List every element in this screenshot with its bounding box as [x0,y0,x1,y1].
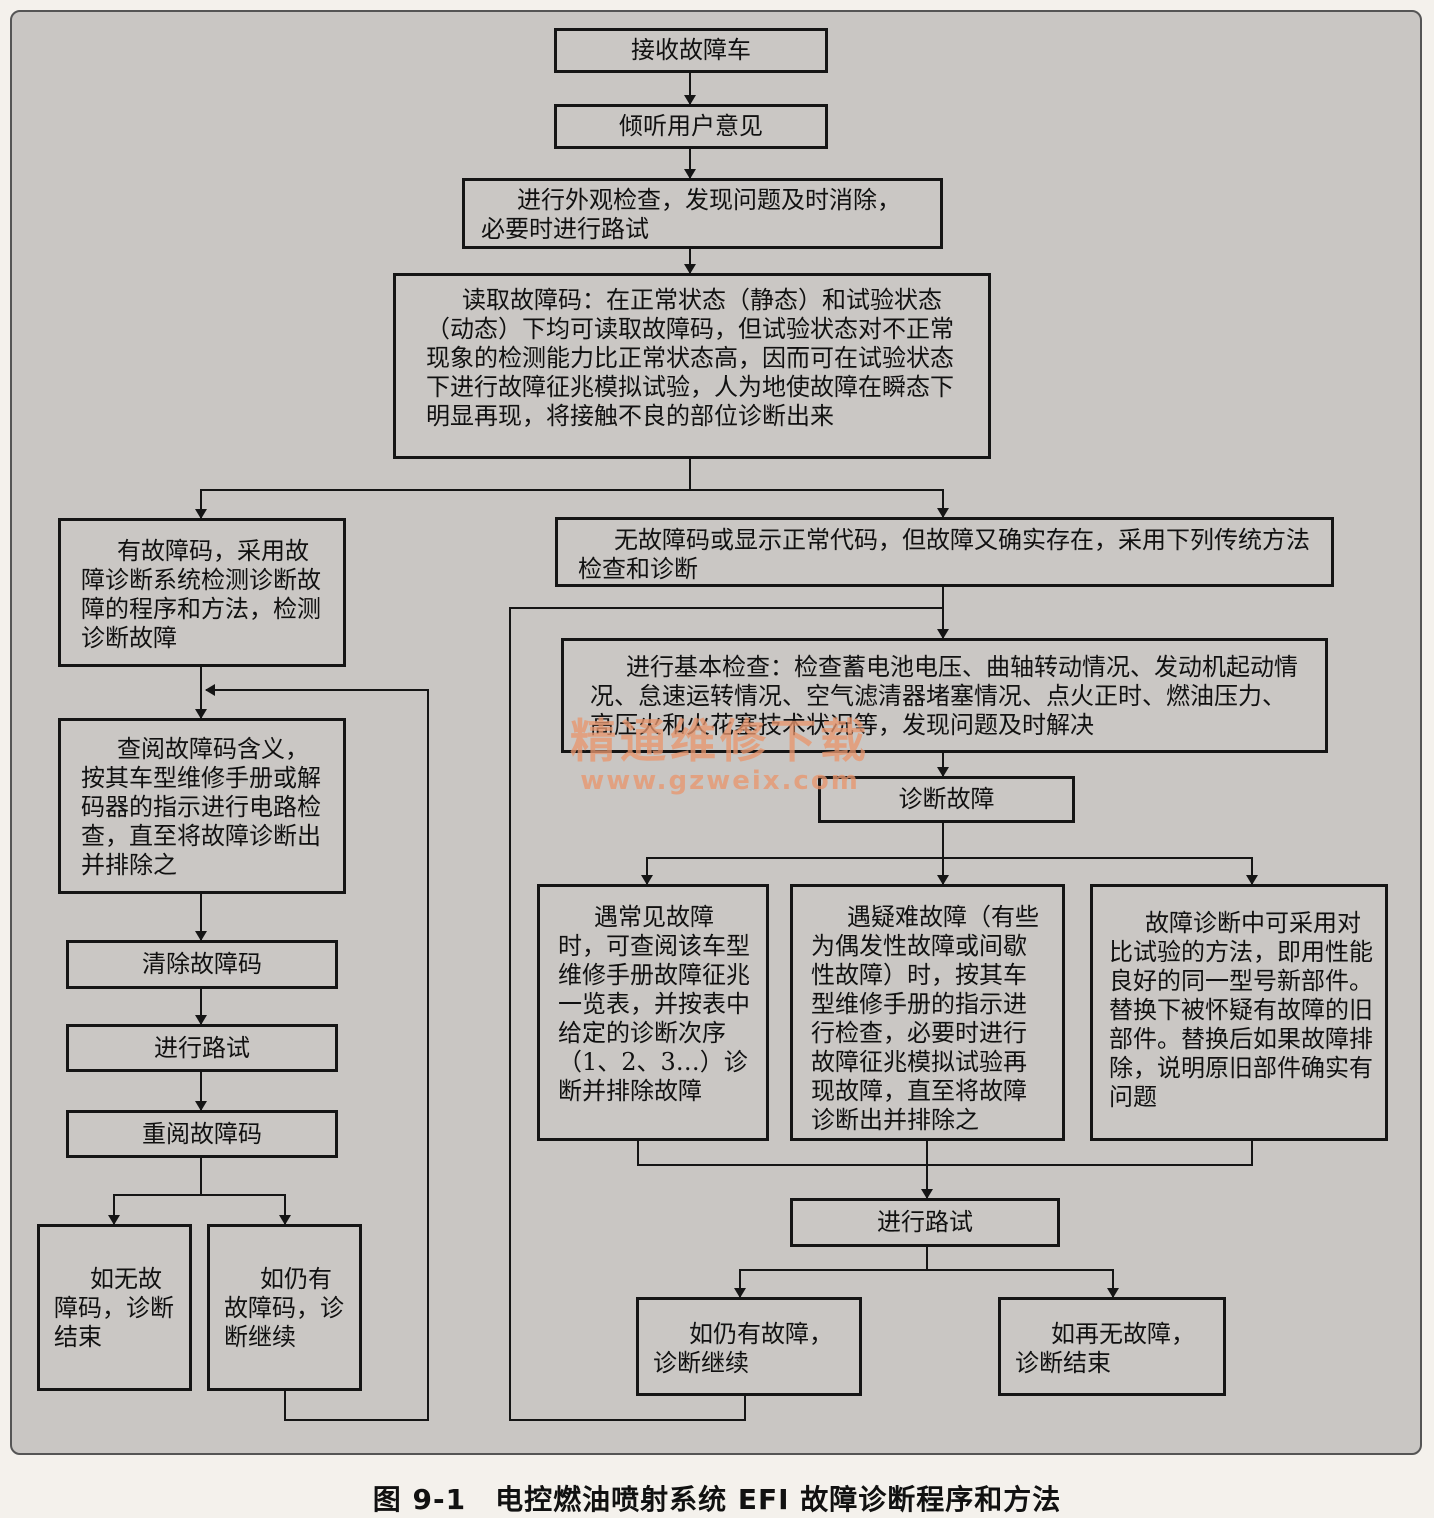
node-lookup: 查阅故障码含义，按其车型维修手册或解码器的指示进行电路检查，直至将故障诊断出并排… [58,718,346,894]
node-read-code: 读取故障码：在正常状态（静态）和试验状态（动态）下均可读取故障码，但试验状态对不… [393,273,991,459]
node-still-code-label: 如仍有故障码，诊断继续 [224,1265,344,1351]
node-receive-label: 接收故障车 [631,36,751,64]
node-road-right: 进行路试 [790,1198,1060,1247]
node-clear: 清除故障码 [66,940,338,989]
node-reread-label: 重阅故障码 [142,1119,262,1148]
node-basic-check-label: 进行基本检查：检查蓄电池电压、曲轴转动情况、发动机起动情况、怠速运转情况、空气滤… [590,653,1298,739]
node-no-fault-again-label: 如再无故障，诊断结束 [1015,1320,1195,1377]
split-line [195,458,691,519]
figure-caption: 图 9-1 电控燃油喷射系统 EFI 故障诊断程序和方法 [372,1483,1062,1516]
split-road [734,1246,928,1298]
loop-right [509,607,943,1421]
node-no-code: 无故障码或显示正常代码，但故障又确实存在，采用下列传统方法检查和诊断 [555,517,1334,587]
node-still-fault-label: 如仍有故障，诊断继续 [653,1320,833,1377]
node-road-right-label: 进行路试 [877,1208,973,1236]
node-no-fault-end: 如无故障码，诊断结束 [37,1224,192,1391]
loop-left [205,684,429,1421]
node-has-code: 有故障码，采用故障诊断系统检测诊断故障的程序和方法，检测诊断故障 [58,518,346,667]
node-clear-label: 清除故障码 [142,950,262,978]
node-difficult: 遇疑难故障（有些为偶发性故障或间歇性故障）时，按其车型维修手册的指示进行检查，必… [790,884,1065,1141]
node-diagnose: 诊断故障 [818,776,1075,823]
node-no-fault-again: 如再无故障，诊断结束 [998,1297,1226,1396]
node-still-code: 如仍有故障码，诊断继续 [207,1224,362,1391]
node-compare: 故障诊断中可采用对比试验的方法，即用性能良好的同一型号新部件。替换下被怀疑有故障… [1090,884,1388,1141]
node-compare-label: 故障诊断中可采用对比试验的方法，即用性能良好的同一型号新部件。替换下被怀疑有故障… [1109,909,1373,1111]
split-diagnose-right [943,857,1258,885]
split-line-right [690,489,949,518]
merge-methods [637,1140,1253,1166]
node-common: 遇常见故障时，可查阅该车型维修手册故障征兆一览表，并按表中给定的诊断次序（1、2… [537,884,769,1141]
split-reread [108,1157,202,1225]
node-receive: 接收故障车 [554,28,828,73]
node-visual: 进行外观检查，发现问题及时消除，必要时进行路试 [462,178,943,249]
split-reread-right [201,1194,291,1225]
node-listen: 倾听用户意见 [554,104,828,149]
node-listen-label: 倾听用户意见 [619,112,763,140]
node-reread: 重阅故障码 [66,1110,338,1158]
node-no-code-label: 无故障码或显示正常代码，但故障又确实存在，采用下列传统方法检查和诊断 [578,526,1310,583]
split-diagnose [641,822,944,885]
node-read-code-label: 读取故障码：在正常状态（静态）和试验状态（动态）下均可读取故障码，但试验状态对不… [426,286,954,430]
node-common-label: 遇常见故障时，可查阅该车型维修手册故障征兆一览表，并按表中给定的诊断次序（1、2… [558,903,750,1105]
node-road-left-label: 进行路试 [154,1033,250,1062]
node-road-left: 进行路试 [66,1024,338,1072]
node-lookup-label: 查阅故障码含义，按其车型维修手册或解码器的指示进行电路检查，直至将故障诊断出并排… [81,735,321,879]
split-road-right [927,1269,1119,1298]
node-still-fault: 如仍有故障，诊断继续 [636,1297,862,1396]
node-has-code-label: 有故障码，采用故障诊断系统检测诊断故障的程序和方法，检测诊断故障 [81,537,321,652]
node-no-fault-end-label: 如无故障码，诊断结束 [54,1265,174,1351]
node-difficult-label: 遇疑难故障（有些为偶发性故障或间歇性故障）时，按其车型维修手册的指示进行检查，必… [811,903,1039,1134]
node-basic-check: 进行基本检查：检查蓄电池电压、曲轴转动情况、发动机起动情况、怠速运转情况、空气滤… [561,638,1328,753]
node-diagnose-label: 诊断故障 [898,785,995,813]
node-visual-label: 进行外观检查，发现问题及时消除，必要时进行路试 [481,186,901,243]
